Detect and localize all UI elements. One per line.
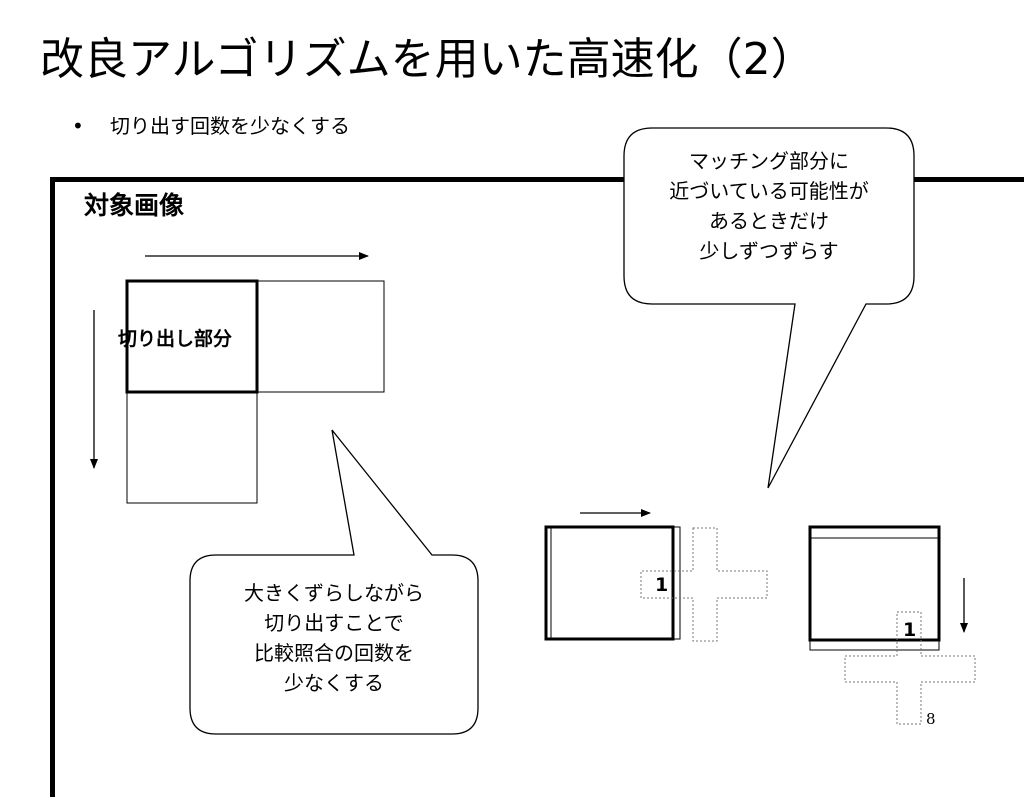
- callout-left-line: 大きくずらしながら: [244, 581, 424, 605]
- callout-right-line: マッチング部分に: [689, 149, 849, 173]
- callout-right-line: あるときだけ: [709, 209, 829, 233]
- marker-digit: 1: [903, 619, 917, 641]
- shift-right-box: [255, 280, 385, 393]
- bullet-marker: •: [72, 114, 84, 138]
- left-diagram: [90, 252, 385, 504]
- callout-left-line: 比較照合の回数を: [254, 641, 414, 665]
- slide-title: 改良アルゴリズムを用いた高速化（2）: [40, 34, 815, 85]
- callout-left-text: 大きくずらしながら 切り出すことで 比較照合の回数を 少なくする: [190, 578, 478, 698]
- cross-template-dotted-2: [844, 611, 976, 725]
- marker-digit: 1: [655, 574, 669, 596]
- window-frame: [544, 525, 675, 641]
- callout-right-line: 少しずつずらす: [699, 239, 839, 263]
- callout-right-text: マッチング部分に 近づいている可能性が あるときだけ 少しずつずらす: [626, 146, 912, 266]
- bullet-item: • 切り出す回数を少なくする: [72, 112, 350, 140]
- shifted-window-outline-2: [809, 537, 940, 651]
- cut-region-label: 切り出し部分: [118, 328, 233, 350]
- cross-template-dotted: [640, 527, 768, 642]
- callout-right-bubble: [623, 127, 915, 489]
- callout-left-line: 切り出すことで: [264, 611, 404, 635]
- callout-right-line: 近づいている可能性が: [669, 179, 869, 203]
- cut-region-box: [125, 279, 259, 394]
- callout-left-line: 少なくする: [284, 671, 384, 695]
- target-image-label: 対象画像: [84, 191, 185, 220]
- example-1: [544, 509, 768, 642]
- target-image-frame: [50, 177, 1024, 797]
- example-2: [808, 525, 976, 725]
- bullet-text: 切り出す回数を少なくする: [110, 114, 350, 138]
- shift-down-box: [126, 391, 258, 504]
- page-number: 8: [926, 710, 936, 728]
- callout-left-bubble: [189, 429, 479, 735]
- diagram-drawing: [90, 127, 976, 735]
- window-frame-2: [808, 525, 941, 642]
